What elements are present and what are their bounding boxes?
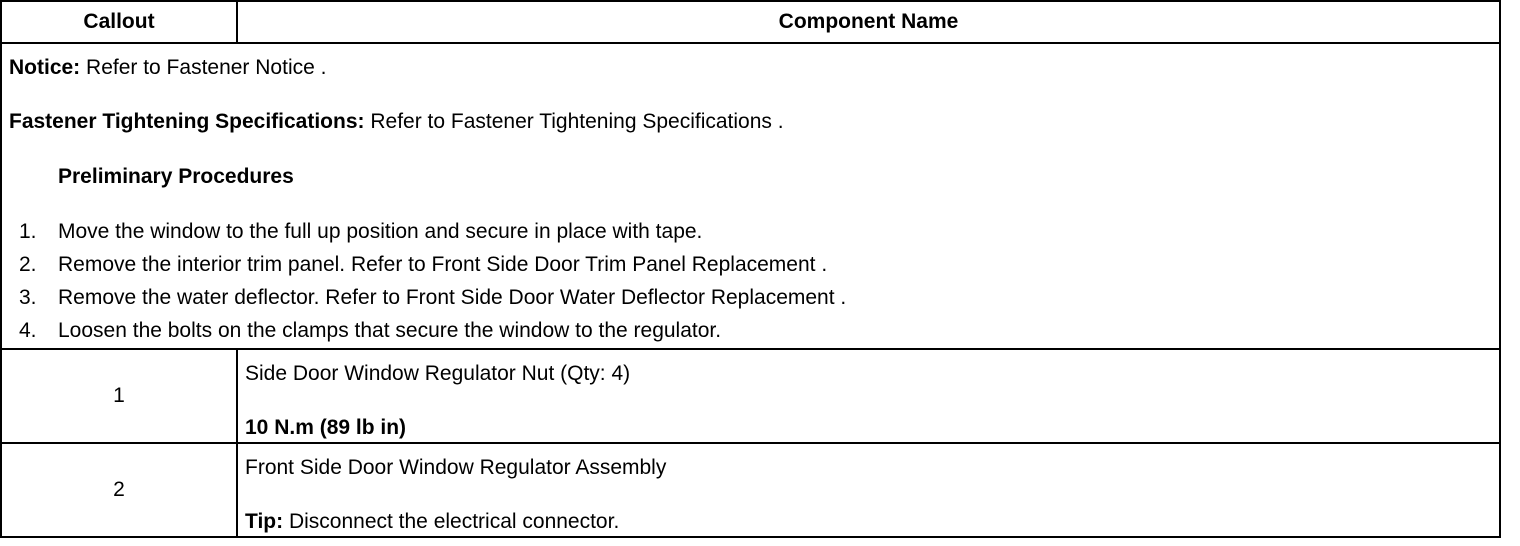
tip-line: Tip: Disconnect the electrical connector… [245,510,619,534]
header-component-name: Component Name [236,0,1501,44]
fastener-spec-text: Refer to Fastener Tightening Specificati… [364,110,784,133]
tip-label: Tip: [245,510,284,533]
procedure-cell: Notice: Refer to Fastener Notice . Faste… [0,42,1501,350]
step-number: 1. [19,220,37,243]
step-number: 4. [19,319,37,342]
component-table: Callout Component Name Notice: Refer to … [0,0,1501,538]
table-header-row: Callout Component Name [0,0,1501,44]
fastener-spec-line: Fastener Tightening Specifications: Refe… [9,110,784,134]
notice-line: Notice: Refer to Fastener Notice . [9,56,326,80]
callout-number: 1 [0,348,238,444]
preliminary-procedures-title: Preliminary Procedures [58,165,294,188]
step-text: Loosen the bolts on the clamps that secu… [58,319,722,342]
torque-spec: 10 N.m (89 lb in) [245,416,407,439]
notice-text: Refer to Fastener Notice . [80,56,327,79]
fastener-spec-label: Fastener Tightening Specifications: [9,110,365,133]
step-text: Move the window to the full up position … [58,220,703,243]
callout-number: 2 [0,442,238,538]
header-callout: Callout [0,0,238,44]
step-text: Remove the water deflector. Refer to Fro… [58,286,847,309]
step-text: Remove the interior trim panel. Refer to… [58,253,828,276]
component-cell: Front Side Door Window Regulator Assembl… [236,442,1501,538]
procedure-row: Notice: Refer to Fastener Notice . Faste… [0,42,1501,350]
component-name: Side Door Window Regulator Nut (Qty: 4) [245,362,631,385]
tip-text: Disconnect the electrical connector. [283,510,620,533]
notice-label: Notice: [9,56,81,79]
table-row: 1 Side Door Window Regulator Nut (Qty: 4… [0,348,1501,444]
component-cell: Side Door Window Regulator Nut (Qty: 4) … [236,348,1501,444]
table-row: 2 Front Side Door Window Regulator Assem… [0,442,1501,538]
component-name: Front Side Door Window Regulator Assembl… [245,456,667,479]
step-number: 2. [19,253,37,276]
step-number: 3. [19,286,37,309]
